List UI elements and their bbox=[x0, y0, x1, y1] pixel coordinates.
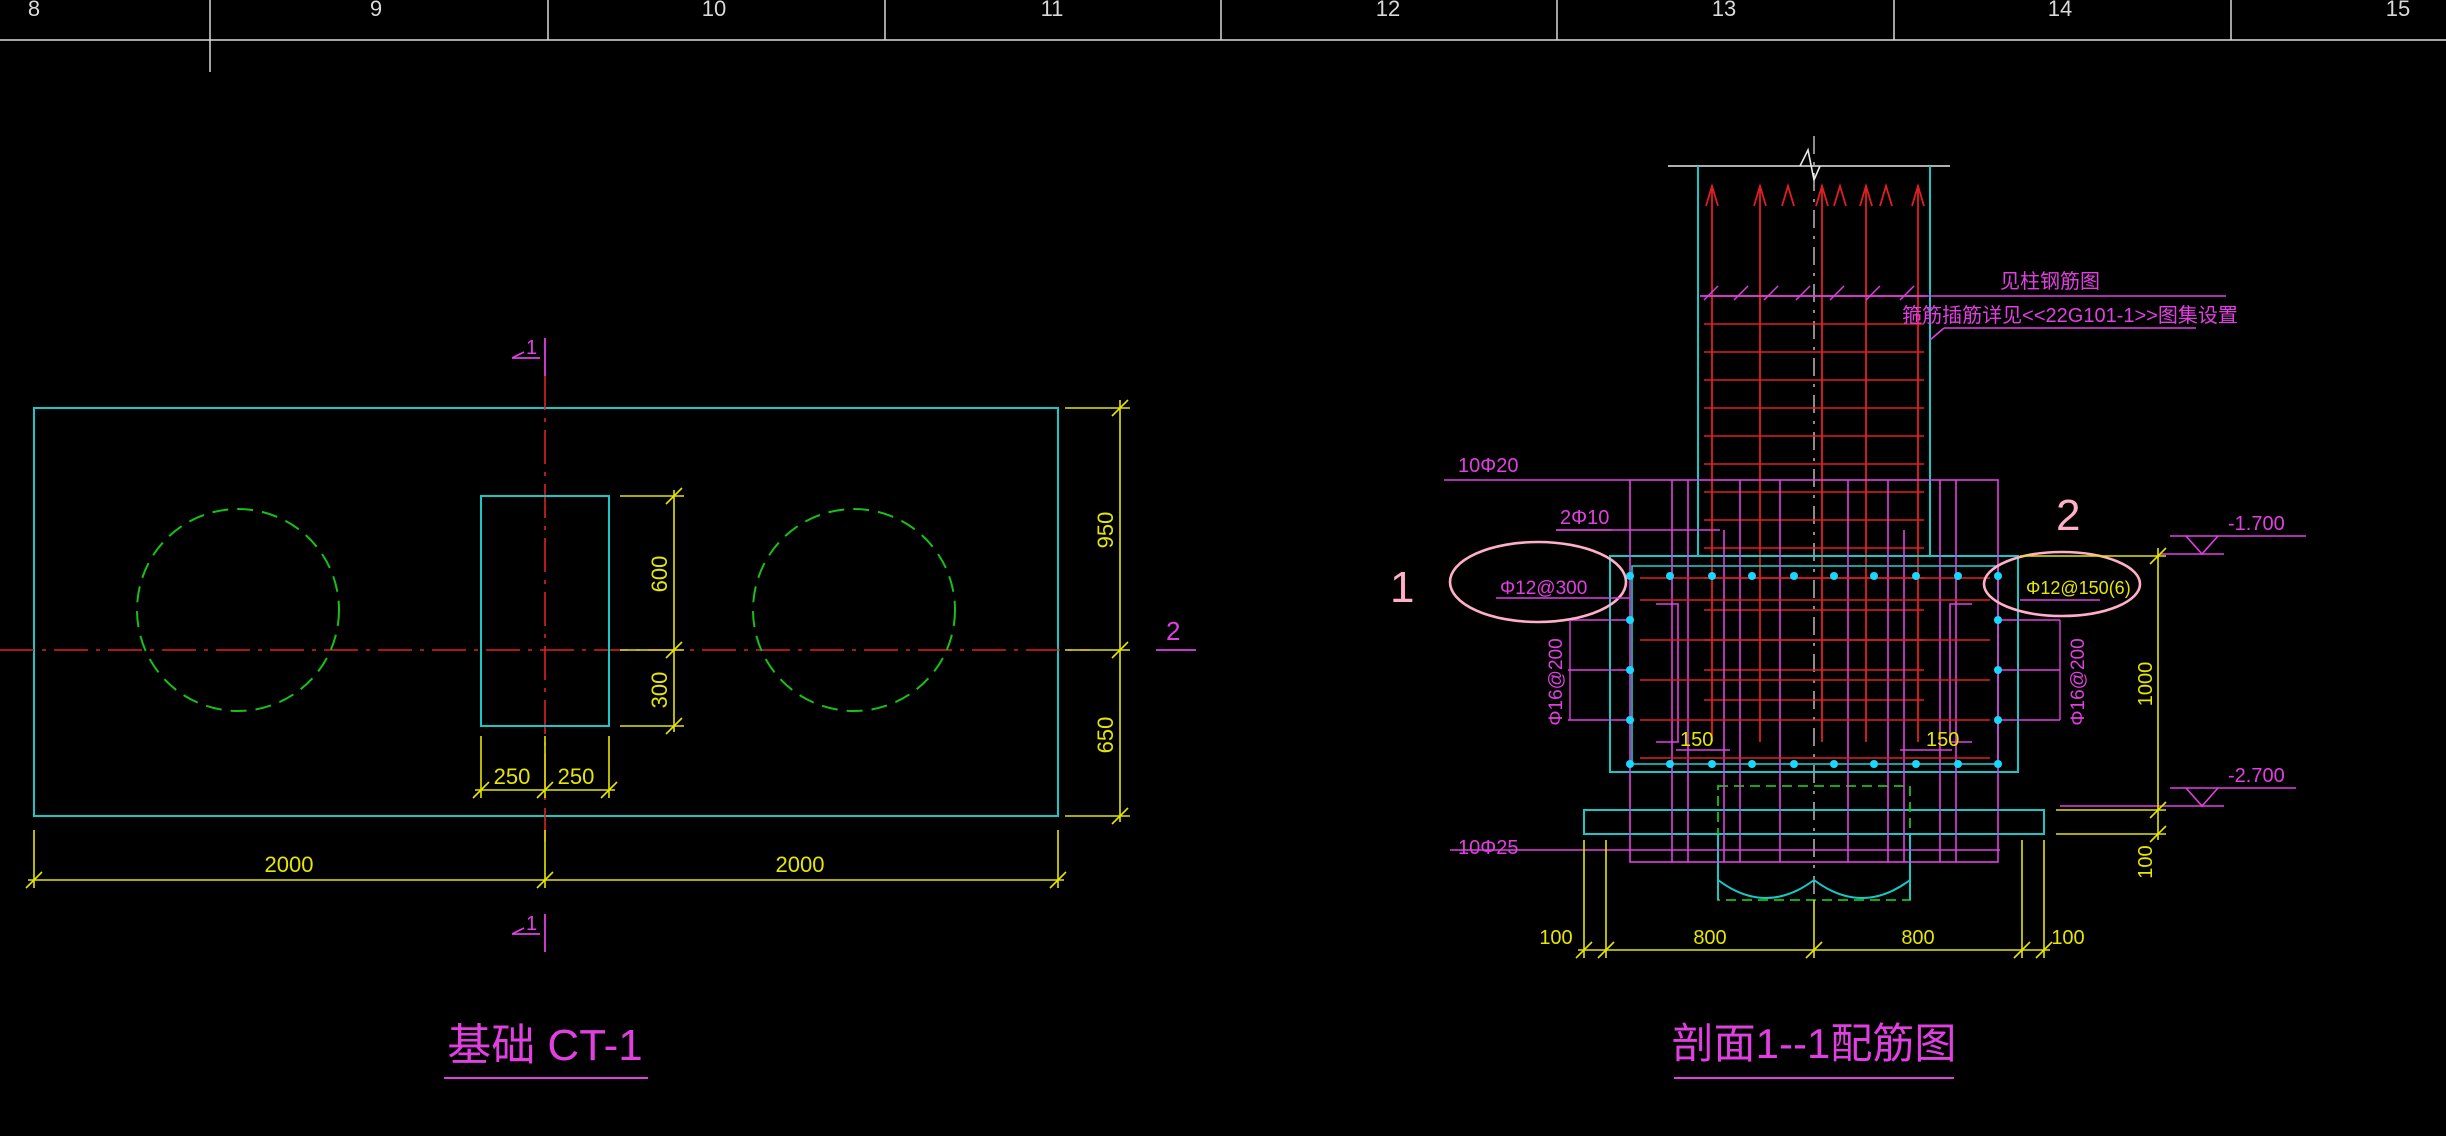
dim-100-pad: 100 bbox=[2135, 845, 2157, 878]
pile-circle-left bbox=[136, 508, 340, 712]
dim-650: 650 bbox=[1093, 717, 1118, 754]
axis-mark-label: 2 bbox=[1166, 616, 1180, 646]
dim-2000-left: 2000 bbox=[265, 852, 314, 877]
elevation-marker-top bbox=[2160, 535, 2306, 556]
column-outline bbox=[480, 495, 610, 727]
callout-number-1: 1 bbox=[1390, 563, 1414, 612]
label-right-phi16: Φ16@200 bbox=[2068, 638, 2089, 725]
section-mark-top bbox=[511, 338, 546, 376]
ruler-label-10: 10 bbox=[702, 0, 726, 21]
column-horizontal-dimension bbox=[472, 736, 618, 799]
cap-red-bars bbox=[1640, 577, 1990, 759]
pile-break bbox=[1717, 878, 1911, 899]
label-phi12-150: Φ12@150(6) bbox=[2026, 578, 2131, 598]
section-view: 见柱钢筋图 箍筋插筋详见<<22G101-1>>图集设置 10Φ20 2Φ10 … bbox=[1390, 136, 2306, 1079]
elevation-top: -1.700 bbox=[2228, 513, 2285, 535]
section-height-dimension bbox=[2020, 547, 2167, 843]
foundation-plan-view: 950 650 600 300 250 250 bbox=[0, 337, 1196, 1079]
section-bottom-dimension bbox=[1575, 840, 2053, 959]
dim-2000-right: 2000 bbox=[776, 852, 825, 877]
elevation-marker-bottom bbox=[2060, 787, 2296, 808]
section-mark-top-label: 1 bbox=[526, 337, 537, 359]
note-see-column: 见柱钢筋图 bbox=[2000, 270, 2100, 293]
note-leaders bbox=[1700, 295, 2226, 341]
plan-right-dimension bbox=[1065, 399, 1130, 825]
plan-bottom-dimension bbox=[25, 830, 1067, 889]
ruler-label-8: 8 bbox=[28, 0, 40, 21]
rebar-dots bbox=[1626, 572, 2002, 768]
section-title: 剖面1--1配筋图 bbox=[1672, 1020, 1957, 1067]
dim-100-right: 100 bbox=[2051, 927, 2084, 949]
dim-800-right: 800 bbox=[1901, 927, 1934, 949]
elevation-bottom: -2.700 bbox=[2228, 765, 2285, 787]
dim-100-left: 100 bbox=[1539, 927, 1572, 949]
dim-300: 300 bbox=[647, 672, 672, 709]
pile-cap-outline bbox=[1609, 555, 2019, 773]
label-phi12-300: Φ12@300 bbox=[1500, 578, 1587, 599]
ruler-label-13: 13 bbox=[1712, 0, 1736, 21]
foundation-outline bbox=[33, 407, 1059, 817]
ruler-label-15: 15 bbox=[2386, 0, 2410, 21]
label-2phi10: 2Φ10 bbox=[1560, 507, 1609, 529]
label-left-phi16: Φ16@200 bbox=[1546, 638, 1567, 725]
label-10phi20: 10Φ20 bbox=[1458, 455, 1518, 477]
dim-150-right: 150 bbox=[1926, 729, 1959, 751]
callout-ellipse-2 bbox=[1982, 550, 2142, 618]
callout-ellipse-1 bbox=[1448, 540, 1628, 624]
ruler-label-14: 14 bbox=[2048, 0, 2072, 21]
ruler-label-9: 9 bbox=[370, 0, 382, 21]
dim-250-left: 250 bbox=[494, 764, 531, 789]
break-symbol bbox=[1799, 147, 1821, 183]
ruler-label-11: 11 bbox=[1041, 0, 1064, 21]
label-10phi25: 10Φ25 bbox=[1458, 837, 1518, 859]
dim-1000: 1000 bbox=[2135, 662, 2157, 707]
callout-number-2: 2 bbox=[2056, 491, 2080, 540]
note-stirrup-ref: 箍筋插筋详见<<22G101-1>>图集设置 bbox=[1902, 304, 2238, 327]
section-mark-bottom bbox=[511, 914, 546, 952]
plan-title: 基础 CT-1 bbox=[447, 1021, 643, 1070]
pile-circle-right bbox=[752, 508, 956, 712]
top-ruler: 8 9 10 11 12 13 14 15 bbox=[0, 0, 2446, 72]
cap-reinforcement-cage bbox=[1444, 479, 2060, 863]
ruler-label-12: 12 bbox=[1376, 0, 1400, 21]
section-mark-bottom-label: 1 bbox=[526, 913, 537, 935]
dim-250-right: 250 bbox=[558, 764, 595, 789]
dim-600: 600 bbox=[647, 556, 672, 593]
dim-800-left: 800 bbox=[1693, 927, 1726, 949]
dim-150-left: 150 bbox=[1680, 729, 1713, 751]
dim-950: 950 bbox=[1093, 512, 1118, 549]
bedding-pad bbox=[1583, 809, 2045, 835]
column-vertical-dimension bbox=[620, 487, 684, 735]
